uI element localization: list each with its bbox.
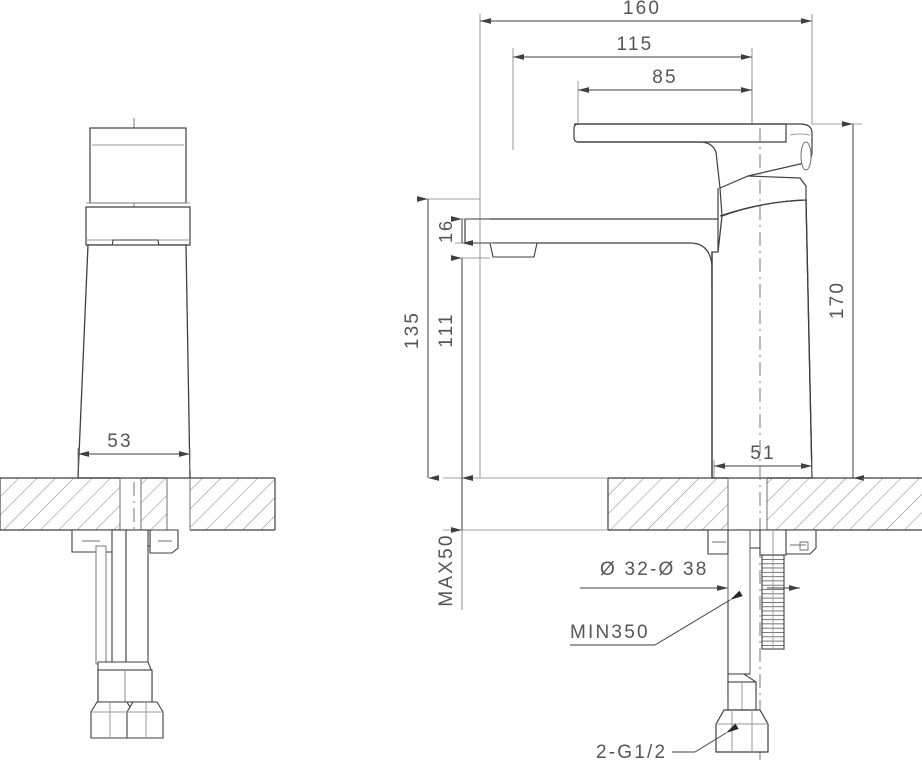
dimension-135-label: 135 [402, 311, 423, 349]
annotation-thread-spec: 2-G1/2 [596, 723, 739, 763]
side-hex-nut [715, 709, 769, 753]
side-aerator [489, 242, 538, 258]
side-body [711, 199, 813, 479]
dimension-160-label: 160 [623, 0, 661, 19]
dimension-53-label: 53 [107, 431, 133, 452]
dimension-53: 53 [77, 431, 191, 470]
dimension-111: 111 [436, 255, 714, 481]
threaded-stud [761, 554, 785, 650]
countertop-side-view [607, 477, 922, 531]
dimension-135: 135 [402, 196, 480, 481]
dimension-115: 115 [512, 34, 753, 150]
dimension-51-label: 51 [750, 443, 776, 464]
dimension-170-label: 170 [827, 281, 848, 319]
dimension-max50-label: MAX50 [436, 533, 457, 606]
dimension-16: 16 [436, 216, 493, 246]
side-handle-lever [573, 123, 813, 189]
front-body [77, 244, 191, 479]
annotation-thread-spec-label: 2-G1/2 [596, 742, 667, 763]
front-handle-collar [85, 202, 191, 246]
front-hex-nuts [90, 701, 164, 739]
dimension-max50: MAX50 [436, 475, 608, 610]
dimension-115-label: 115 [617, 34, 654, 55]
annotation-hole-diameter-label: Ø 32-Ø 38 [600, 559, 709, 580]
annotation-hose-length-label: MIN350 [570, 622, 650, 643]
front-mounting-assembly [71, 529, 179, 739]
dimension-170: 170 [812, 121, 864, 481]
annotation-hose-length: MIN350 [570, 590, 743, 646]
dimension-111-label: 111 [436, 312, 457, 347]
annotation-hole-diameter: Ø 32-Ø 38 [580, 554, 800, 600]
side-mounting-assembly [707, 529, 817, 753]
front-handle-cap [89, 127, 187, 204]
dimension-16-label: 16 [436, 219, 456, 243]
dimension-85-label: 85 [652, 67, 678, 88]
dimension-51: 51 [713, 443, 813, 478]
front-view [77, 118, 191, 740]
dimension-85: 85 [577, 67, 753, 140]
dimension-160: 160 [479, 0, 813, 478]
countertop-front-view [0, 477, 276, 531]
